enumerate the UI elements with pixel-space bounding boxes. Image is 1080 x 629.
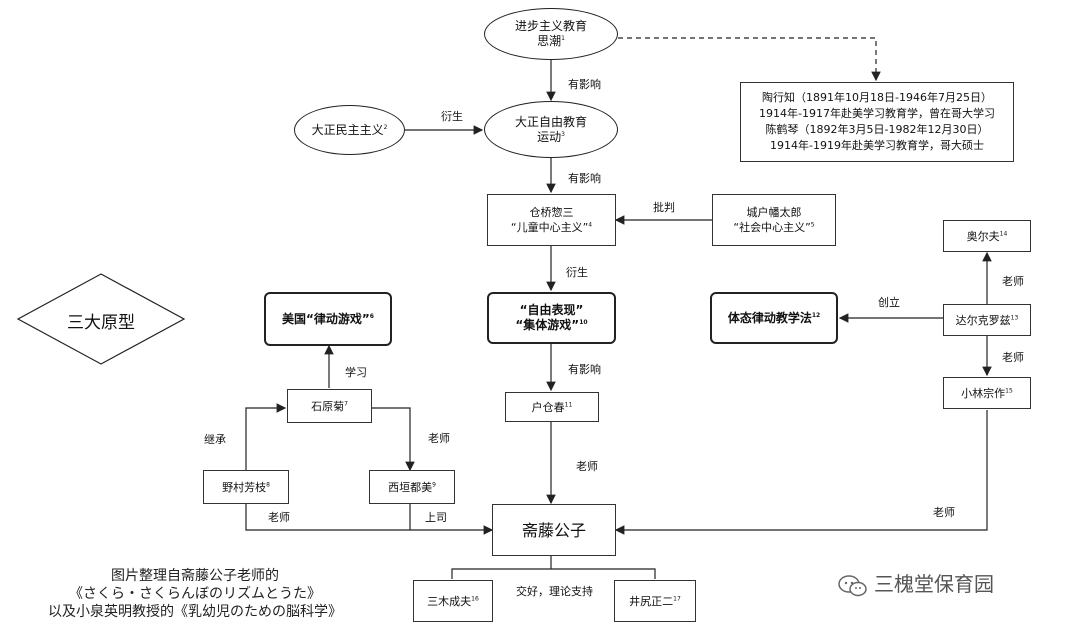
node-miki: 三木成夫16 (413, 580, 493, 622)
node-nomura: 野村芳枝8 (203, 470, 289, 504)
node-free-expression: “自由表现” “集体游戏”10 (487, 292, 616, 344)
edge-label-critique: 批判 (653, 201, 675, 214)
edge-label-superior: 上司 (425, 511, 447, 524)
edge-label-teacher-tokura: 老师 (576, 460, 598, 473)
node-nishigaki: 西垣都美9 (369, 470, 455, 504)
node-tokura: 户仓春11 (505, 392, 599, 422)
edge-nomura-ishihara (245, 403, 287, 470)
edge-label-teacher-nishigaki: 老师 (428, 432, 450, 445)
edge-label-influence-2: 有影响 (568, 172, 601, 185)
node-eurhythmics-method: 体态律动教学法12 (710, 292, 838, 344)
caption-line-2: 《さくら・さくらんぼのリズムとうた》 (69, 586, 321, 602)
node-ishihara: 石原菊7 (287, 389, 372, 423)
node-ijiri: 井尻正二17 (614, 580, 696, 622)
source-caption: 图片整理自斋藤公子老师的 《さくら・さくらんぼのリズムとうた》 以及小泉英明教授… (10, 567, 380, 621)
node-three-prototypes: 三大原型 (16, 272, 186, 366)
wechat-icon (838, 574, 867, 596)
node-progressive-education: 进步主义教育 思潮1 (484, 8, 618, 60)
node-dalcroze: 达尔克罗兹13 (943, 304, 1031, 336)
node-taisho-democracy: 大正民主主义2 (294, 105, 405, 155)
edge-progressive-tao (618, 37, 881, 82)
edge-label-friendship: 交好，理论支持 (516, 585, 593, 598)
caption-line-1: 图片整理自斋藤公子老师的 (111, 568, 279, 584)
node-orff: 奥尔夫14 (943, 220, 1031, 252)
watermark-text: 三槐堂保育园 (874, 572, 994, 596)
node-kurahashi: 仓桥惣三 “儿童中心主义”4 (487, 194, 616, 246)
edge-label-influence-1: 有影响 (568, 78, 601, 91)
edge-ishihara-nishigaki (372, 407, 415, 472)
node-saito: 斋藤公子 (492, 504, 616, 556)
node-taisho-free-education: 大正自由教育 运动3 (484, 101, 618, 158)
edge-label-teacher-kobayashi-saito: 老师 (933, 506, 955, 519)
edge-label-derive-1: 衍生 (441, 110, 463, 123)
caption-line-3: 以及小泉英明教授的《乳幼児のための脳科学》 (48, 604, 342, 620)
edge-friends (451, 568, 656, 579)
watermark: 三槐堂保育园 (838, 568, 994, 598)
node-us-rhythm-games: 美国“律动游戏”6 (264, 292, 392, 346)
edge-kobayashi-saito (614, 410, 988, 535)
node-kobayashi: 小林宗作15 (943, 377, 1031, 409)
node-kido: 城户幡太郎 “社会中心主义”5 (712, 194, 836, 246)
edge-label-teacher-nomura: 老师 (268, 511, 290, 524)
edge-label-inherit: 继承 (204, 433, 226, 446)
edge-label-derive-2: 衍生 (566, 266, 588, 279)
diamond-shape (16, 273, 186, 365)
edge-label-teacher-orff: 老师 (1002, 275, 1024, 288)
edge-label-create: 创立 (878, 296, 900, 309)
edge-label-learn: 学习 (345, 366, 367, 379)
edge-label-teacher-kobayashi: 老师 (1002, 351, 1024, 364)
node-tao-chen-info: 陶行知（1891年10月18日-1946年7月25日） 1914年-1917年赴… (740, 82, 1014, 162)
edge-label-influence-3: 有影响 (568, 363, 601, 376)
